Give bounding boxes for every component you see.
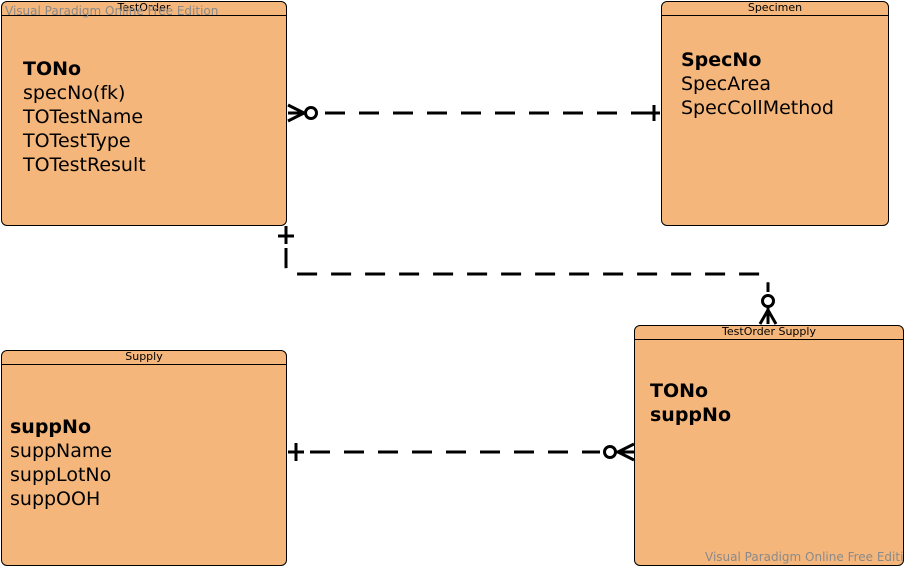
attribute-primary-key: SpecNo [681, 49, 762, 71]
entity-specimen[interactable]: Specimen SpecNo SpecArea SpecCollMethod [661, 1, 889, 226]
attribute: specNo(fk) [23, 82, 126, 104]
entity-supply[interactable]: Supply suppNo suppName suppLotNo suppOOH [1, 350, 287, 566]
attribute: TOTestType [23, 130, 131, 152]
watermark-bottom: Visual Paradigm Online Free Edition [705, 550, 904, 564]
attribute-primary-key: suppNo [10, 416, 91, 438]
attribute-primary-key: TONo [23, 58, 82, 80]
watermark-top: Visual Paradigm Online Free Edition [5, 4, 219, 18]
attribute-list: SpecNo SpecArea SpecCollMethod [681, 48, 834, 120]
entity-title: Specimen [662, 2, 888, 16]
attribute: SpecCollMethod [681, 97, 834, 119]
entity-title: Supply [2, 351, 286, 365]
entity-testorder-supply[interactable]: TestOrder Supply TONo suppNo [634, 325, 904, 566]
attribute: TOTestName [23, 106, 144, 128]
attribute: suppOOH [10, 488, 101, 510]
relationship-testorder-testorder-supply[interactable] [278, 226, 778, 325]
attribute-list: suppNo suppName suppLotNo suppOOH [10, 415, 112, 511]
attribute: suppLotNo [10, 464, 112, 486]
entity-title: TestOrder [2, 2, 286, 16]
attribute-list: TONo suppNo [650, 379, 731, 427]
relationship-supply-testorder-supply[interactable] [288, 442, 635, 462]
entity-title: TestOrder Supply [635, 326, 903, 340]
attribute: SpecArea [681, 73, 771, 95]
attribute-primary-key: suppNo [650, 404, 731, 426]
relationship-testorder-specimen[interactable] [287, 103, 660, 123]
attribute: suppName [10, 440, 113, 462]
attribute-primary-key: TONo [650, 380, 709, 402]
entity-testorder[interactable]: TestOrder TONo specNo(fk) TOTestName TOT… [1, 1, 287, 226]
attribute: TOTestResult [23, 154, 146, 176]
attribute-list: TONo specNo(fk) TOTestName TOTestType TO… [23, 57, 146, 177]
